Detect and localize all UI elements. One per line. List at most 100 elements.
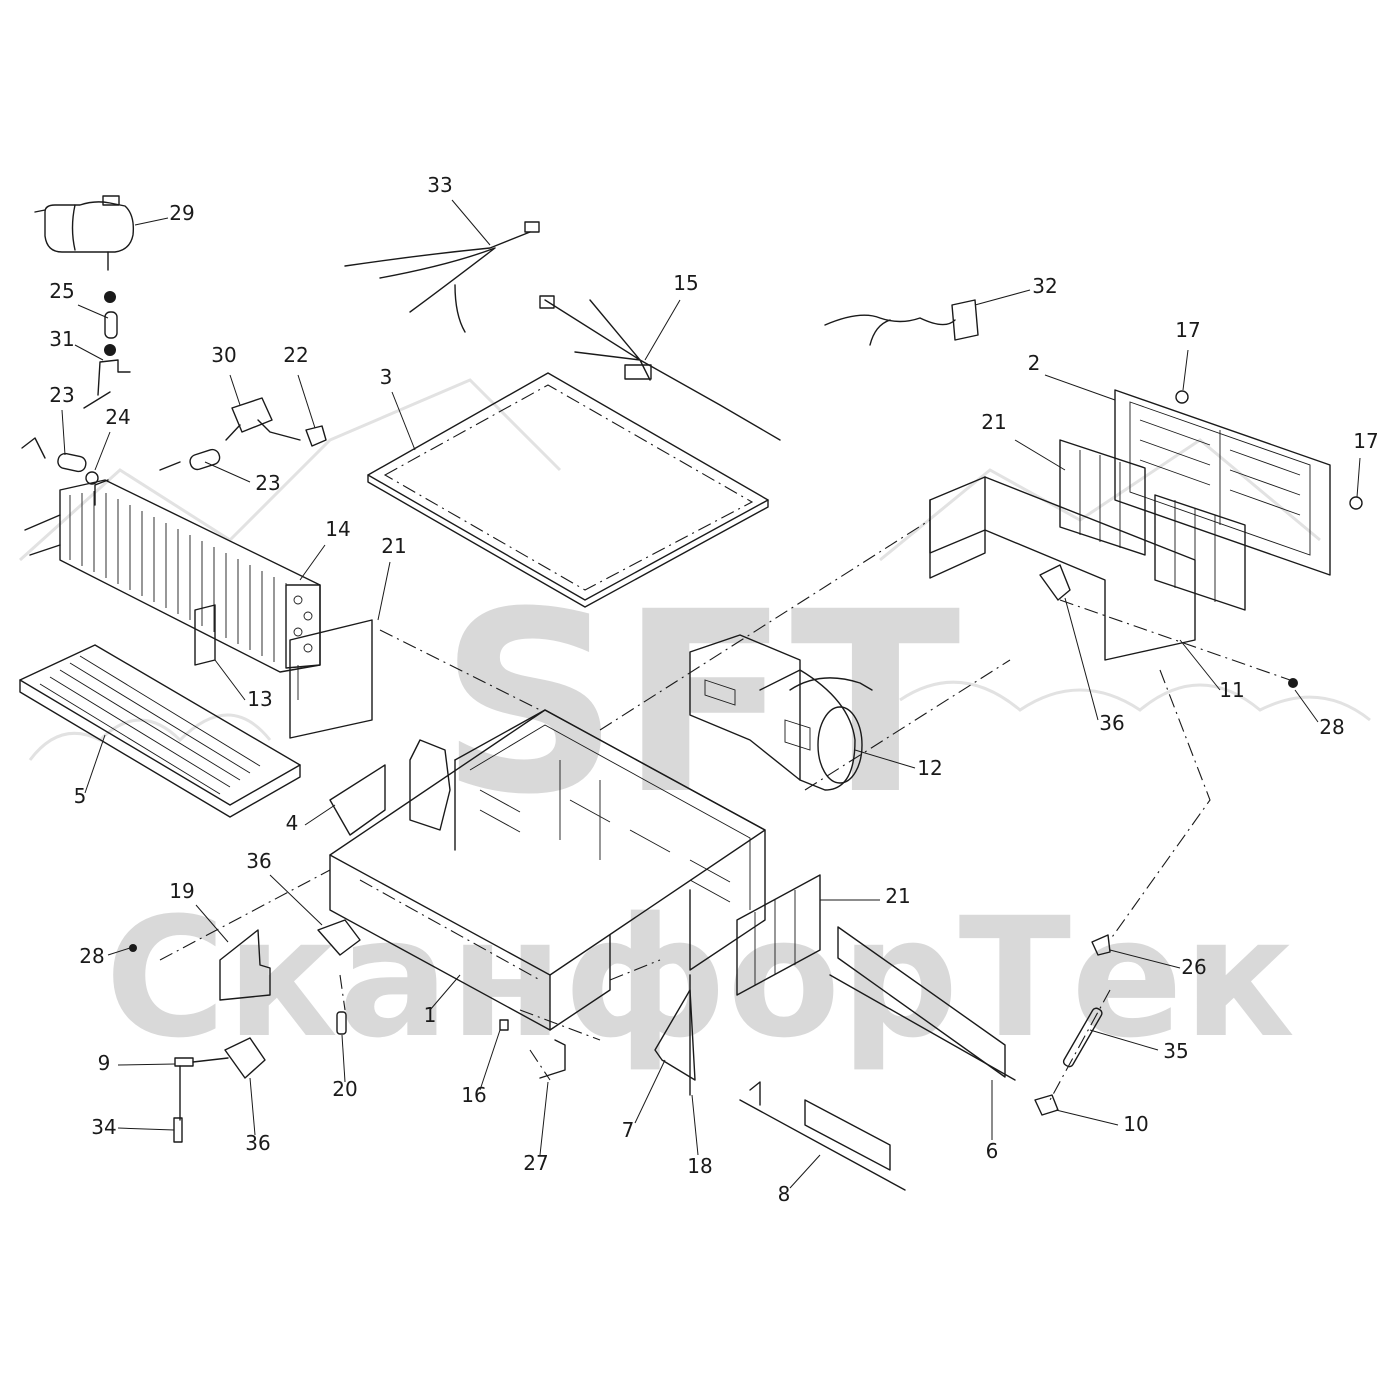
callout-label-21: 21: [381, 534, 406, 558]
callout-label-22: 22: [283, 343, 308, 367]
callout-leader-29: [134, 217, 169, 226]
part-2-grille-frame: [1114, 389, 1331, 576]
callout-leader-24: [94, 431, 111, 471]
callout-label-1: 1: [424, 1003, 437, 1027]
callout-label-23: 23: [49, 383, 74, 407]
callout-leader-16: [479, 1029, 501, 1091]
callout-label-35: 35: [1163, 1039, 1188, 1063]
callout-leader-28: [107, 947, 131, 956]
callout-label-29: 29: [169, 201, 194, 225]
part-17-fastener-right: [1349, 496, 1363, 510]
part-12-blower: [689, 634, 873, 791]
callout-leader-4: [304, 804, 336, 826]
callout-leader-17: [1356, 457, 1361, 498]
callout-leader-15: [644, 299, 681, 361]
callout-label-19: 19: [169, 879, 194, 903]
callout-label-36: 36: [1099, 711, 1124, 735]
assembly-centerlines: [159, 519, 1291, 1101]
part-3-cover-panel: [367, 372, 769, 608]
part-8-panel: [739, 1081, 906, 1191]
part-26-clip: [1091, 934, 1111, 956]
callout-label-4: 4: [286, 811, 299, 835]
callout-label-21: 21: [885, 884, 910, 908]
part-21-filter-upper: [1059, 439, 1246, 611]
callout-leader-20: [341, 1034, 346, 1083]
callout-label-2: 2: [1028, 351, 1041, 375]
watermark-brand: СканфорТек: [105, 882, 1295, 1074]
callout-label-10: 10: [1123, 1112, 1148, 1136]
callout-leader-17: [1182, 349, 1189, 391]
part-11-bracket: [929, 476, 1196, 661]
part-15-harness: [539, 295, 781, 441]
part-28-plug-right: [1288, 678, 1298, 688]
part-30-22-valve: [225, 397, 327, 447]
callout-leader-36: [1064, 597, 1099, 721]
callout-label-24: 24: [105, 405, 130, 429]
callout-label-27: 27: [523, 1151, 548, 1175]
part-14-heater-core: [24, 479, 321, 673]
watermark: SFT СканфорТек: [18, 378, 1371, 1074]
callout-label-17: 17: [1175, 318, 1200, 342]
callout-label-7: 7: [622, 1118, 635, 1142]
callout-leaders: [61, 199, 1361, 1189]
part-1-main-housing: [329, 709, 766, 1031]
callout-label-21: 21: [981, 410, 1006, 434]
callout-leader-32: [974, 289, 1031, 306]
part-35-rod: [1062, 1007, 1103, 1068]
part-28-plug-left: [129, 944, 137, 952]
callout-leader-12: [854, 749, 916, 769]
part-9-34-36-actuator-lower: [173, 1037, 266, 1143]
part-25-31-hose-tee: [83, 291, 131, 409]
callout-leader-3: [391, 391, 416, 451]
part-16-clip: [499, 1019, 509, 1031]
part-17-fastener-top: [1175, 390, 1189, 404]
callout-leader-34: [117, 1127, 175, 1131]
callout-label-16: 16: [461, 1083, 486, 1107]
callout-leader-27: [539, 1081, 549, 1156]
callout-leader-21: [377, 561, 391, 621]
callout-label-34: 34: [91, 1115, 116, 1139]
callout-label-31: 31: [49, 327, 74, 351]
callout-leader-10: [1055, 1109, 1119, 1126]
callout-label-9: 9: [98, 1051, 111, 1075]
callout-leader-21: [1014, 439, 1066, 471]
part-10-cap: [1034, 1094, 1059, 1116]
part-21-filter-left: [289, 619, 373, 739]
callout-leader-13: [214, 659, 246, 701]
part-5-grille: [19, 644, 301, 818]
callout-label-26: 26: [1181, 955, 1206, 979]
callout-label-3: 3: [380, 365, 393, 389]
callout-leader-26: [1109, 949, 1181, 969]
part-23-24-hoses: [21, 437, 221, 485]
callout-label-15: 15: [673, 271, 698, 295]
callout-leader-28: [1294, 689, 1319, 723]
callout-label-28: 28: [79, 944, 104, 968]
callout-leader-22: [297, 374, 316, 429]
callout-leader-31: [74, 344, 104, 361]
callout-leader-14: [299, 544, 326, 581]
callout-label-17: 17: [1353, 429, 1378, 453]
callout-label-8: 8: [778, 1182, 791, 1206]
callout-label-33: 33: [427, 173, 452, 197]
callout-label-12: 12: [917, 756, 942, 780]
part-32-harness-switch: [824, 299, 979, 346]
callout-leader-8: [789, 1154, 821, 1189]
callout-leader-1: [429, 974, 461, 1011]
part-33-harness: [344, 221, 540, 333]
callout-leader-36: [269, 874, 323, 926]
part-36-actuator-mid: [317, 919, 361, 956]
callout-label-23: 23: [255, 471, 280, 495]
callout-label-14: 14: [325, 517, 350, 541]
callout-label-36: 36: [245, 1131, 270, 1155]
part-4-plate: [329, 764, 386, 836]
part-29-reservoir: [34, 195, 135, 271]
part-6-door: [829, 926, 1016, 1081]
callout-label-11: 11: [1219, 678, 1244, 702]
callout-leader-11: [1179, 639, 1221, 691]
callout-leader-23: [61, 409, 66, 456]
callout-leader-7: [634, 1059, 666, 1124]
part-7-bracket: [654, 989, 696, 1081]
part-21-filter-lower: [736, 874, 821, 996]
